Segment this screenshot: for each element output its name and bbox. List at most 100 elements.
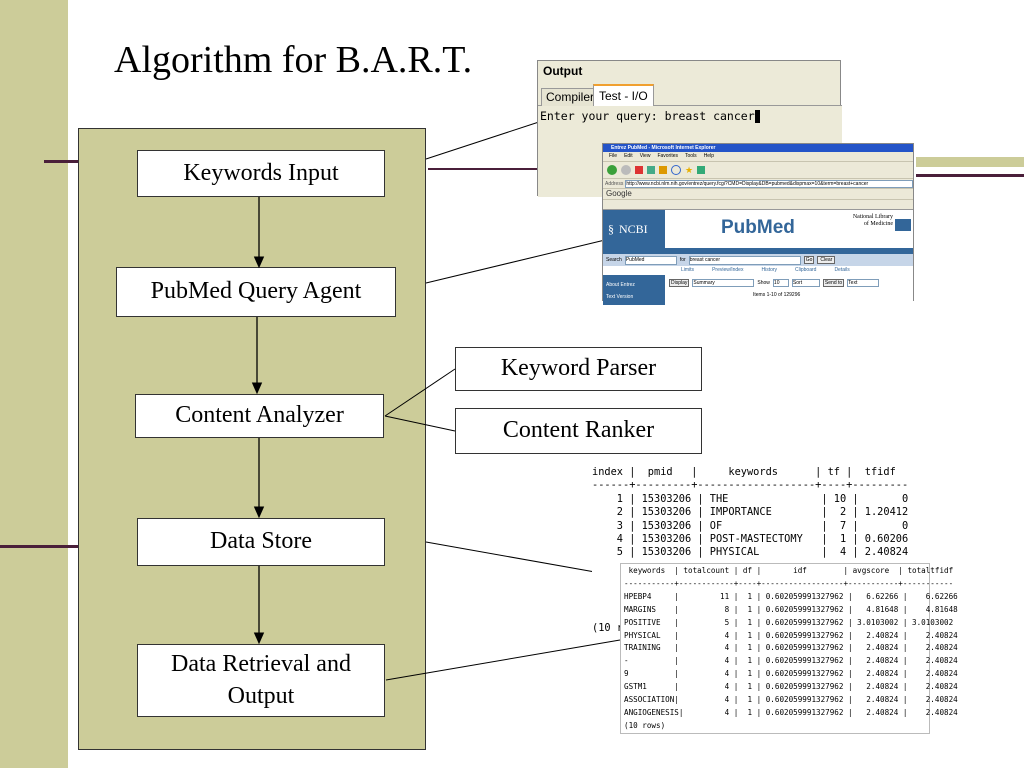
score-table-window: keywords | totalcount | df | idf | avgsc…: [620, 563, 958, 734]
right-rule-top-line: [916, 174, 1024, 177]
clear-button[interactable]: Clear: [817, 256, 836, 264]
ncbi-nav-strip: [603, 248, 913, 254]
for-label: for: [679, 257, 686, 263]
keywords-input-label: Keywords Input: [183, 159, 339, 186]
text-select[interactable]: Text: [847, 279, 880, 287]
refresh-icon[interactable]: [647, 166, 655, 174]
address-bar: Address http://www.ncbi.nlm.nih.gov/entr…: [603, 178, 913, 188]
keyword-parser-label: Keyword Parser: [500, 355, 657, 382]
right-rule-top: [916, 157, 1024, 167]
data-store-label: Data Store: [210, 528, 312, 555]
table-row: POSITIVE | 5 | 1 | 0.602059991327962 | 3…: [624, 617, 954, 627]
callout-agent-to-browser: [425, 239, 606, 284]
summary-select[interactable]: Summary: [692, 279, 755, 287]
sort-select[interactable]: Sort: [791, 279, 820, 287]
show-select[interactable]: 10: [772, 279, 789, 287]
tab-clipboard[interactable]: Clipboard: [795, 267, 817, 273]
home-icon[interactable]: [659, 166, 667, 174]
menu-view[interactable]: View: [639, 153, 651, 159]
table-row: 1 | 15303206 | THE | 10 | 0: [592, 492, 909, 505]
keywords-input-box: Keywords Input: [137, 150, 385, 197]
favorites-icon[interactable]: ★: [685, 164, 694, 175]
browser-toolbar: ★: [603, 161, 913, 178]
about-entrez-link[interactable]: About Entrez: [606, 282, 635, 288]
browser-window: Entrez PubMed - Microsoft Internet Explo…: [602, 143, 914, 305]
tab-history[interactable]: History: [761, 267, 778, 273]
side-nav: About Entrez Text Version: [603, 275, 665, 305]
table-row: 9 | 4 | 1 | 0.602059991327962 | 2.40824 …: [624, 669, 958, 679]
score-table-separator: -----------+------------+----+----------…: [624, 578, 954, 588]
display-row: Display Summary Show 10 Sort Send to Tex…: [669, 279, 880, 287]
console-prompt: Enter your query: breast cancer: [538, 106, 842, 126]
tab-limits[interactable]: Limits: [681, 267, 695, 273]
table-row: - | 4 | 1 | 0.602059991327962 | 2.40824 …: [624, 656, 958, 666]
content-ranker-box: Content Ranker: [455, 408, 702, 454]
slide-title: Algorithm for B.A.R.T.: [114, 39, 473, 81]
menu-tools[interactable]: Tools: [685, 153, 697, 159]
content-analyzer-box: Content Analyzer: [135, 394, 384, 438]
table-row: 3 | 15303206 | OF | 7 | 0: [592, 519, 909, 532]
menu-file[interactable]: File: [609, 153, 618, 159]
table-row: GSTM1 | 4 | 1 | 0.602059991327962 | 2.40…: [624, 682, 958, 692]
search-term-input[interactable]: breast cancer: [688, 255, 801, 265]
go-button[interactable]: Go: [803, 256, 815, 264]
tfidf-table: index | pmid | keywords | tf | tfidf ---…: [592, 466, 908, 560]
table-row: ASSOCIATION| 4 | 1 | 0.602059991327962 |…: [624, 695, 958, 705]
menu-edit[interactable]: Edit: [624, 153, 633, 159]
top-rule-right: [428, 168, 540, 170]
data-retrieval-box: Data Retrieval and Output: [137, 644, 385, 717]
content-ranker-label: Content Ranker: [502, 417, 655, 444]
pubmed-tabs: Limits Preview/Index History Clipboard D…: [603, 266, 913, 275]
ncbi-header: §NCBI PubMed National Library of Medicin…: [603, 209, 913, 248]
results-area: About Entrez Text Version Display Summar…: [603, 275, 913, 305]
tfidf-table-separator: ------+---------+-------------------+---…: [592, 479, 909, 492]
score-table-footer: (10 rows): [624, 720, 666, 730]
tfidf-table-header: index | pmid | keywords | tf | tfidf: [592, 466, 896, 478]
data-retrieval-label: Data Retrieval and Output: [171, 651, 351, 709]
bottom-rule: [0, 545, 78, 548]
pubmed-query-agent-box: PubMed Query Agent: [116, 267, 396, 317]
display-button[interactable]: Display: [669, 279, 690, 287]
content-analyzer-label: Content Analyzer: [175, 402, 344, 429]
address-label: Address: [605, 180, 624, 187]
browser-menu-bar: File Edit View Favorites Tools Help: [603, 152, 913, 161]
ncbi-helix-icon: §: [608, 222, 614, 236]
tab-compiler[interactable]: Compiler: [541, 88, 600, 106]
top-rule: [44, 160, 78, 163]
stop-icon[interactable]: [635, 166, 643, 174]
score-table: keywords | totalcount | df | idf | avgsc…: [621, 564, 958, 733]
score-table-header: keywords | totalcount | df | idf | avgsc…: [624, 566, 954, 575]
data-store-box: Data Store: [137, 518, 385, 566]
tab-test-io[interactable]: Test - I/O: [593, 84, 654, 108]
menu-help[interactable]: Help: [703, 153, 714, 159]
console-title-bar: Output: [538, 61, 840, 81]
table-row: HPEBP4 | 11 | 1 | 0.602059991327962 | 6.…: [624, 591, 958, 601]
table-row: 5 | 15303206 | PHYSICAL | 4 | 2.40824: [592, 546, 909, 559]
console-tab-bar: Compiler Test - I/O: [538, 83, 842, 108]
tab-preview-index[interactable]: Preview/Index: [712, 267, 744, 273]
text-version-link[interactable]: Text Version: [606, 294, 634, 300]
table-row: PHYSICAL | 4 | 1 | 0.602059991327962 | 2…: [624, 630, 958, 640]
nlm-emblem: [895, 219, 911, 231]
callout-input-to-console: [425, 119, 546, 160]
tab-details[interactable]: Details: [834, 267, 850, 273]
table-row: 2 | 15303206 | IMPORTANCE | 2 | 1.20412: [592, 506, 909, 519]
address-field[interactable]: http://www.ncbi.nlm.nih.gov/entrez/query…: [625, 179, 913, 188]
db-select[interactable]: PubMed: [624, 255, 677, 265]
pubmed-query-agent-label: PubMed Query Agent: [150, 278, 362, 305]
table-row: TRAINING | 4 | 1 | 0.602059991327962 | 2…: [624, 643, 958, 653]
menu-favorites[interactable]: Favorites: [657, 153, 678, 159]
tfidf-table-footer: (10 r: [592, 622, 623, 634]
table-row: 4 | 15303206 | POST-MASTECTOMY | 1 | 0.6…: [592, 533, 909, 546]
show-label: Show: [757, 280, 770, 286]
callout-store-to-table: [425, 541, 596, 573]
media-icon[interactable]: [697, 166, 706, 174]
search-icon[interactable]: [671, 165, 681, 175]
search-row: Search PubMed for breast cancer Go Clear: [603, 254, 913, 266]
forward-icon[interactable]: [621, 165, 631, 175]
pubmed-logo: PubMed: [721, 217, 795, 238]
back-icon[interactable]: [607, 165, 617, 175]
send-to-button[interactable]: Send to: [822, 279, 845, 287]
table-row: ANGIOGENESIS| 4 | 1 | 0.602059991327962 …: [624, 707, 958, 717]
links-bar: [603, 199, 913, 209]
